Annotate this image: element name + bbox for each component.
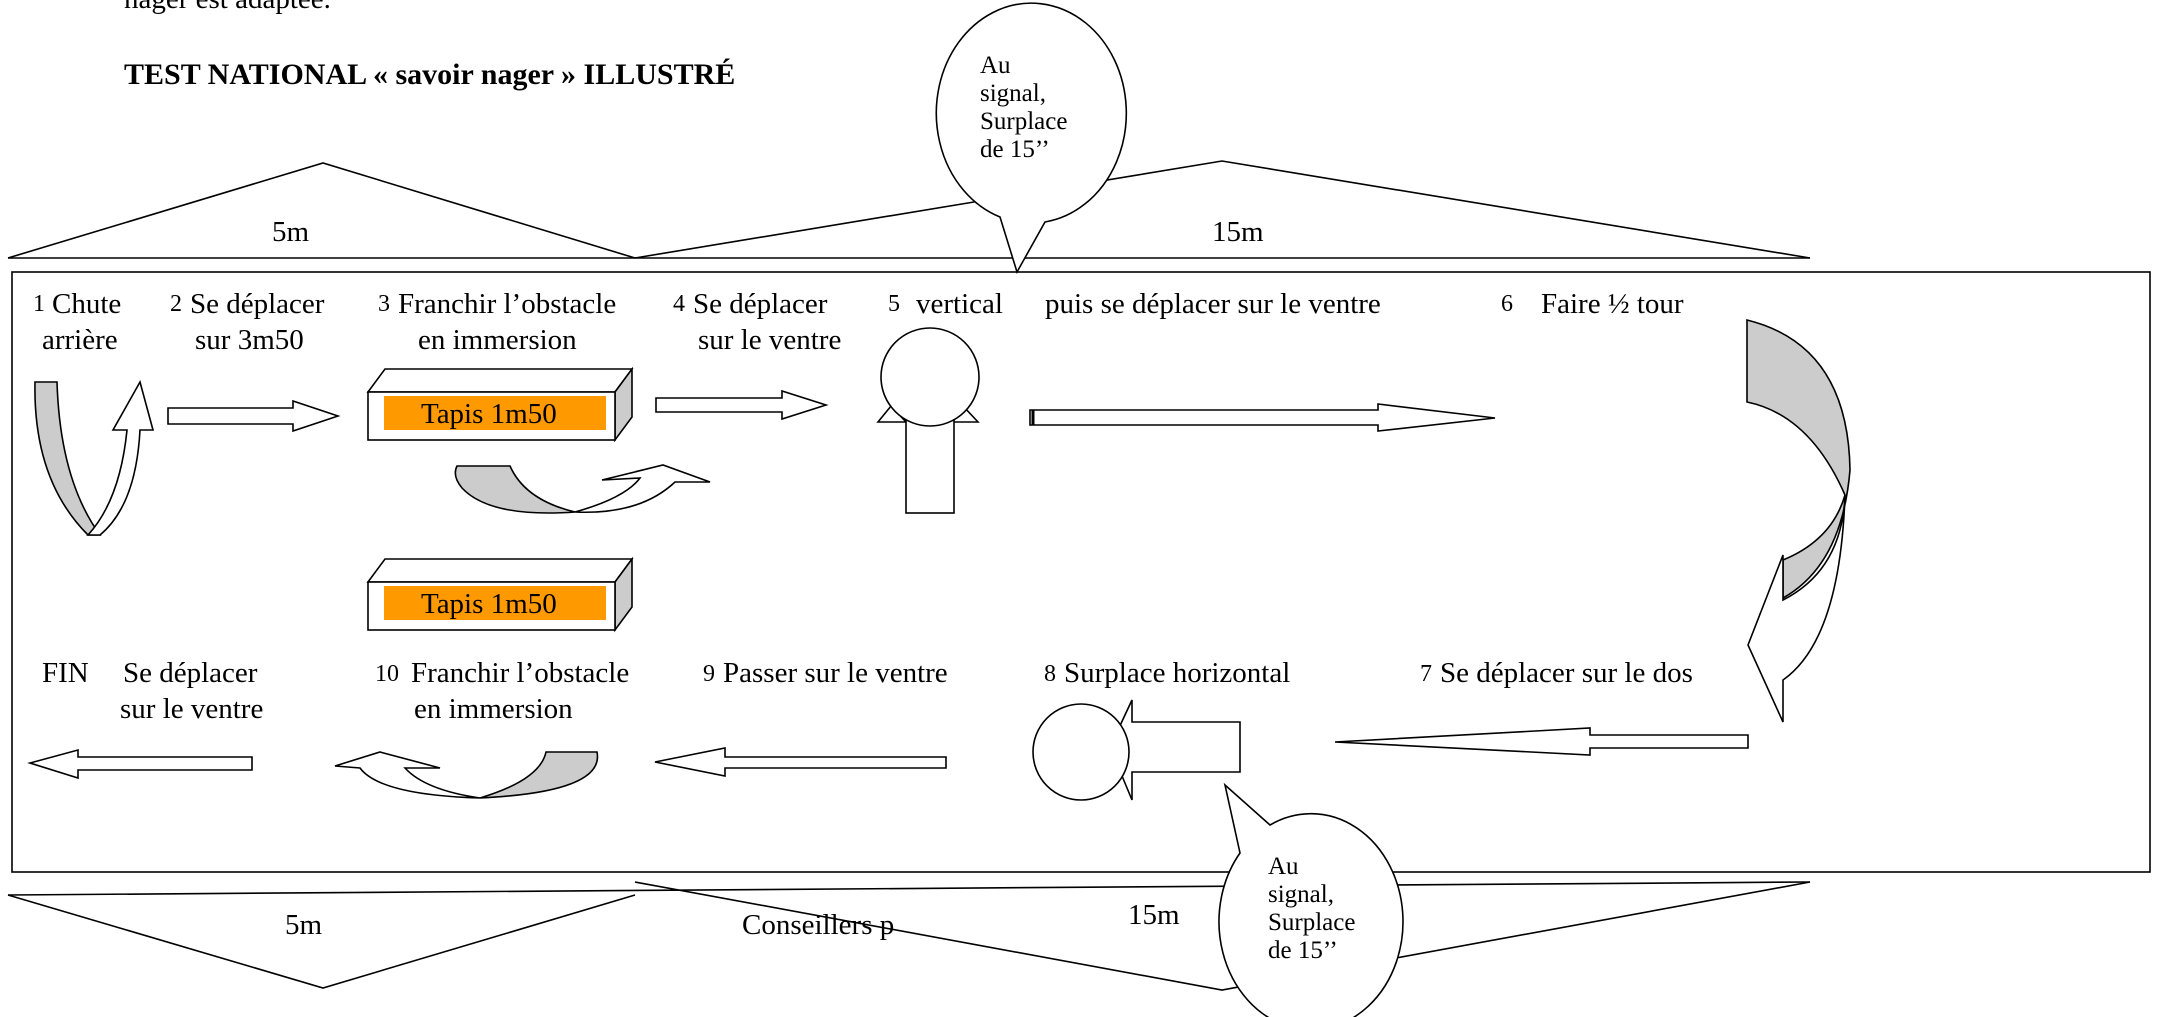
step-7-arrow	[1334, 727, 1749, 756]
bottom-speech-bubble	[1218, 782, 1404, 1017]
bottom-right-distance-triangle	[634, 881, 1811, 991]
step-4-number: 4	[673, 291, 685, 317]
step-5-long-arrow	[1029, 403, 1496, 432]
bottom-fragment: Conseillers p	[742, 909, 894, 941]
step-10-number: 10	[375, 661, 399, 687]
top-right-distance-label: 15m	[1212, 216, 1264, 248]
step-2-arrow	[167, 399, 341, 433]
top-mat-label: Tapis 1m50	[421, 398, 557, 430]
page-title: TEST NATIONAL « savoir nager » ILLUSTRÉ	[124, 58, 735, 91]
step-2-number: 2	[170, 291, 182, 317]
top-mat: Tapis 1m50	[366, 366, 634, 443]
top-mat-label-band	[384, 396, 606, 430]
step-4-arrow	[655, 389, 829, 421]
step-8-line-1: Surplace horizontal	[1064, 657, 1290, 689]
step-10-rise-arrow	[334, 751, 481, 799]
step-8-number: 8	[1044, 661, 1056, 687]
step-9-line-1: Passer sur le ventre	[723, 657, 948, 689]
bottom-bubble-line-3: Surplace	[1268, 909, 1355, 936]
step-2-line-1: Se déplacer	[190, 288, 325, 320]
bottom-left-distance-triangle	[7, 894, 636, 989]
bottom-left-distance-label: 5m	[285, 909, 323, 941]
step-3-dive-shade	[454, 465, 576, 514]
bottom-bubble-line-4: de 15’’	[1268, 937, 1338, 964]
step-11-line-1: Se déplacer	[123, 657, 258, 689]
step-1-rise-arrow	[86, 379, 155, 536]
step-10-line-1: Franchir l’obstacle	[411, 657, 629, 689]
step-5-line-1b: puis se déplacer sur le ventre	[1045, 288, 1381, 320]
step-6-number: 6	[1501, 291, 1513, 317]
bottom-bubble-line-2: signal,	[1268, 881, 1334, 908]
step-5-vertical-swimmer	[876, 327, 980, 514]
top-speech-bubble	[935, 2, 1128, 275]
step-9-arrow	[654, 747, 947, 777]
step-9-number: 9	[703, 661, 715, 687]
step-7-line-1: Se déplacer sur le dos	[1440, 657, 1693, 689]
top-bubble-line-4: de 15’’	[980, 136, 1050, 163]
step-1-line-1: Chute	[52, 288, 121, 320]
step-2-line-2: sur 3m50	[195, 324, 304, 356]
step-11-line-2: sur le ventre	[120, 693, 263, 725]
step-10-dive-shade	[479, 751, 599, 799]
bottom-bubble-line-1: Au	[1268, 853, 1299, 880]
bottom-mat-label-band	[384, 586, 606, 620]
step-6-turn-shade	[1746, 318, 1851, 600]
step-3-number: 3	[378, 291, 390, 317]
step-11-arrow	[27, 748, 253, 780]
step-4-line-1: Se déplacer	[693, 288, 828, 320]
step-5-line-1: vertical	[916, 288, 1003, 320]
top-bubble-line-3: Surplace	[980, 108, 1067, 135]
step-1-fall-shade	[34, 381, 102, 536]
pool-frame	[11, 271, 2151, 873]
bottom-distance-baseline	[7, 881, 1811, 896]
step-6-turn-arrow	[1747, 494, 1846, 723]
step-10-line-2: en immersion	[414, 693, 573, 725]
step-4-line-2: sur le ventre	[698, 324, 841, 356]
step-5-number: 5	[888, 291, 900, 317]
top-right-distance-triangle	[634, 160, 1811, 259]
step-3-line-2: en immersion	[418, 324, 577, 356]
top-left-distance-triangle	[7, 162, 636, 259]
top-bubble-line-2: signal,	[980, 80, 1046, 107]
step-6-line-1: Faire ½ tour	[1541, 288, 1684, 320]
top-left-distance-label: 5m	[272, 216, 310, 248]
top-fragment: nager est adaptée.	[124, 0, 331, 15]
step-3-rise-arrow	[574, 464, 711, 514]
step-7-number: 7	[1420, 661, 1432, 687]
step-1-line-2: arrière	[42, 324, 118, 356]
bottom-right-distance-label: 15m	[1128, 899, 1180, 931]
top-bubble-line-1: Au	[980, 52, 1011, 79]
step-8-horizontal-swimmer	[1032, 699, 1241, 801]
step-fin-label: FIN	[42, 657, 89, 689]
bottom-mat: Tapis 1m50	[366, 556, 634, 633]
step-3-line-1: Franchir l’obstacle	[398, 288, 616, 320]
step-1-number: 1	[33, 291, 45, 317]
bottom-mat-label: Tapis 1m50	[421, 588, 557, 620]
